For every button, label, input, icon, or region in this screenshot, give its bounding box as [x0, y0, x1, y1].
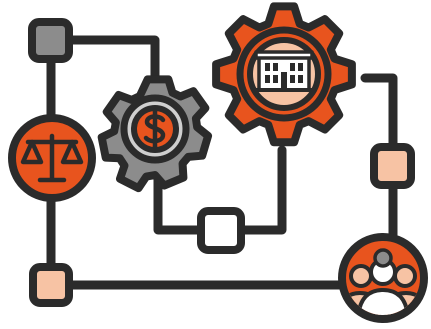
line-center-node-to-building-gear: [238, 145, 287, 235]
line-gray-node-to-dollar-gear: [65, 35, 160, 83]
scales-icon: [8, 114, 96, 202]
line-dollar-gear-to-center-node: [153, 165, 205, 235]
line-building-gear-to-right-node: [360, 73, 398, 150]
bottom-left-peach-square-node: [29, 263, 73, 307]
white-square-node: [197, 207, 245, 254]
people-group-icon: [338, 233, 428, 323]
gray-square-node: [28, 18, 73, 63]
connector-lines: [46, 35, 398, 290]
building-gear-icon: [212, 2, 356, 147]
dollar-gear-icon: [97, 75, 213, 193]
right-peach-square-node: [370, 143, 415, 189]
